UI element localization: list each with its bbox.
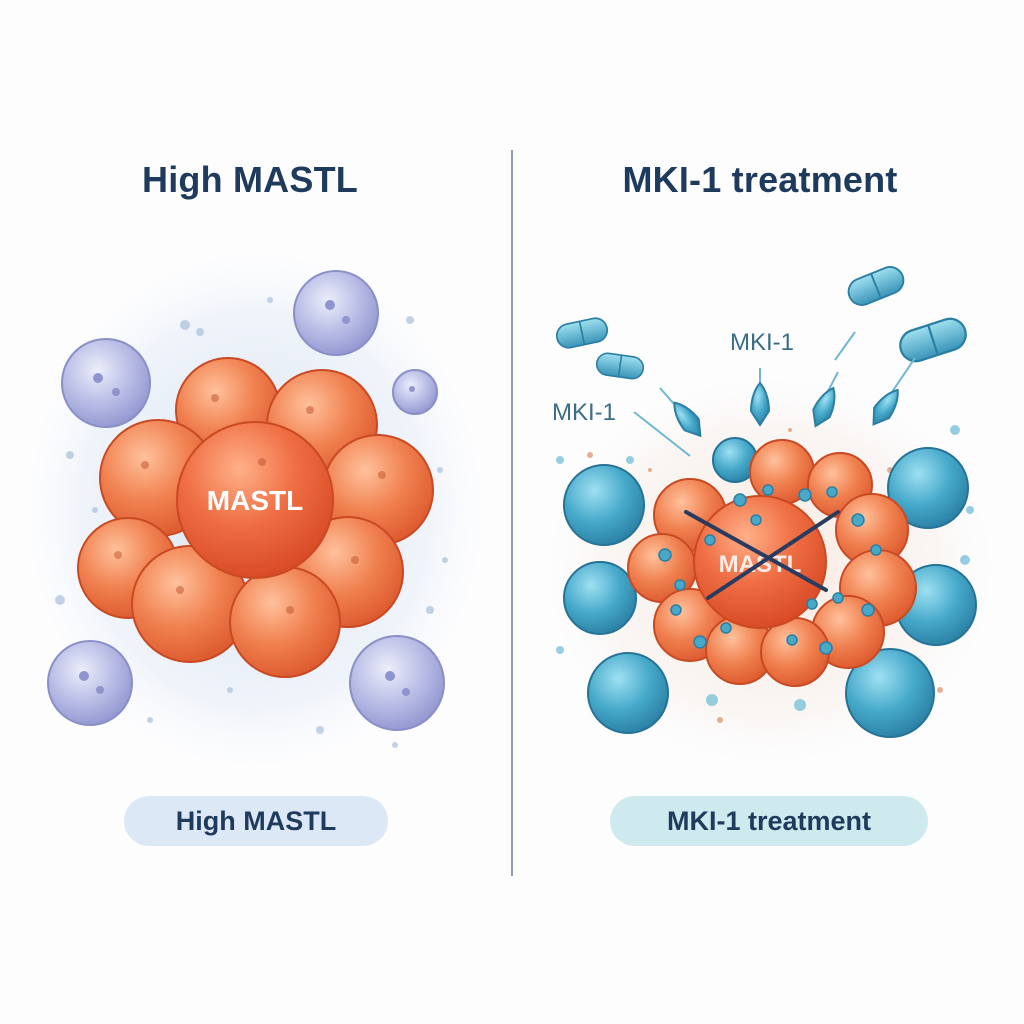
panel-divider xyxy=(511,150,513,876)
capsule-icon xyxy=(895,313,971,367)
immune-cell xyxy=(392,369,438,415)
tumor-cell xyxy=(229,566,341,678)
tumor-cell xyxy=(760,617,830,687)
immune-cell xyxy=(563,464,645,546)
right-panel-caption: MKI-1 treatment xyxy=(610,796,928,846)
cell-texture xyxy=(114,394,386,614)
left-panel-heading: High MASTL xyxy=(142,159,358,200)
right-panel-art: MKI-1 MKI-1 xyxy=(550,262,990,760)
left-panel-art: MASTL xyxy=(30,255,480,765)
immune-cell xyxy=(47,640,133,726)
immune-cell xyxy=(563,561,637,635)
mastl-cell-label: MASTL xyxy=(207,485,303,516)
immune-cell xyxy=(587,652,669,734)
cross-out-icon xyxy=(684,510,840,600)
drug-particles xyxy=(658,484,882,655)
capsule-icon xyxy=(553,315,611,351)
right-panel-heading: MKI-1 treatment xyxy=(622,159,898,200)
drug-label-left: MKI-1 xyxy=(552,399,616,426)
tumor-cluster xyxy=(77,357,434,678)
capsule-icon xyxy=(843,262,909,310)
capsule-icon xyxy=(594,351,646,381)
left-panel-caption: High MASTL xyxy=(124,796,388,846)
mastl-center-cell xyxy=(176,421,334,579)
immune-cell xyxy=(293,270,379,356)
immune-cell xyxy=(349,635,445,731)
immune-cell xyxy=(845,648,935,738)
immune-cells xyxy=(563,437,977,738)
drug-label-top: MKI-1 xyxy=(730,329,794,356)
immune-cell xyxy=(61,338,151,428)
background-specks xyxy=(556,425,974,723)
immune-cell xyxy=(887,447,969,529)
